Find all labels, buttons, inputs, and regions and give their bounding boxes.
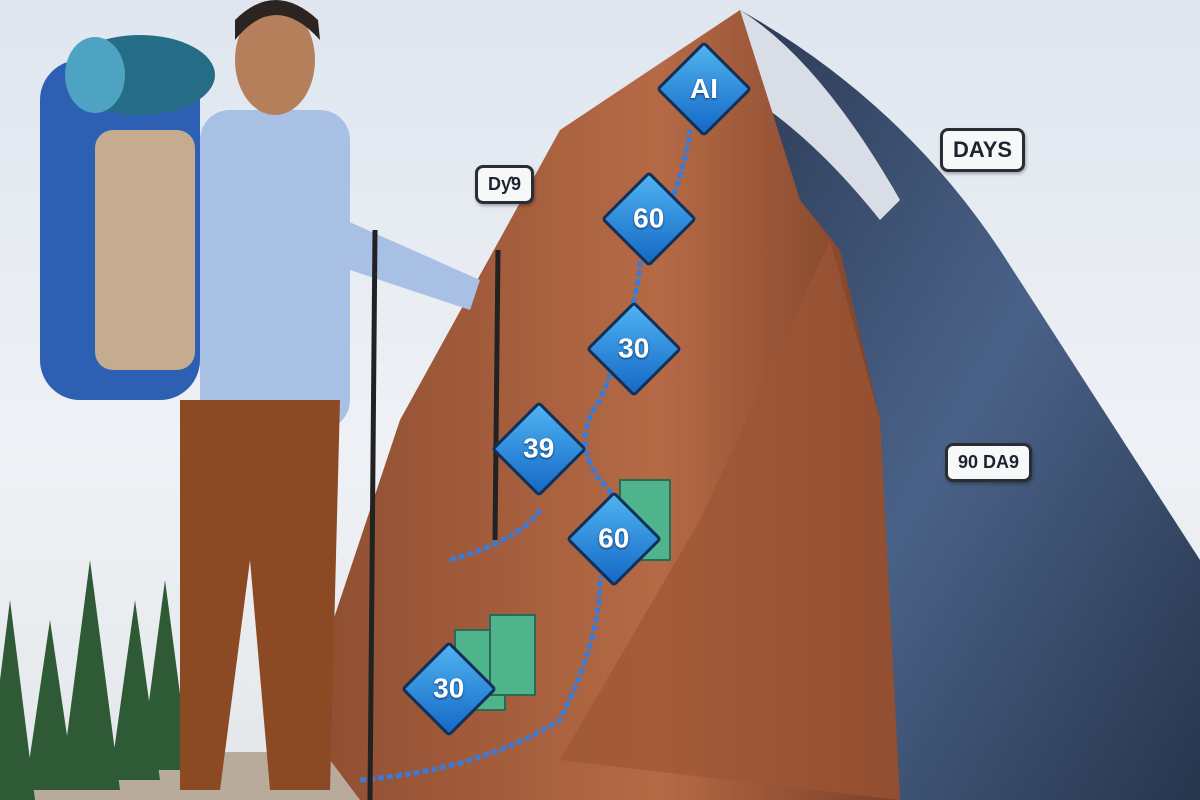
callout-right-face: 90 DA9 <box>945 443 1033 482</box>
callout-right-peak: DAYS <box>940 128 1026 172</box>
callout-left-slope: Dƴ9 <box>475 165 535 204</box>
trees-left <box>0 560 190 800</box>
